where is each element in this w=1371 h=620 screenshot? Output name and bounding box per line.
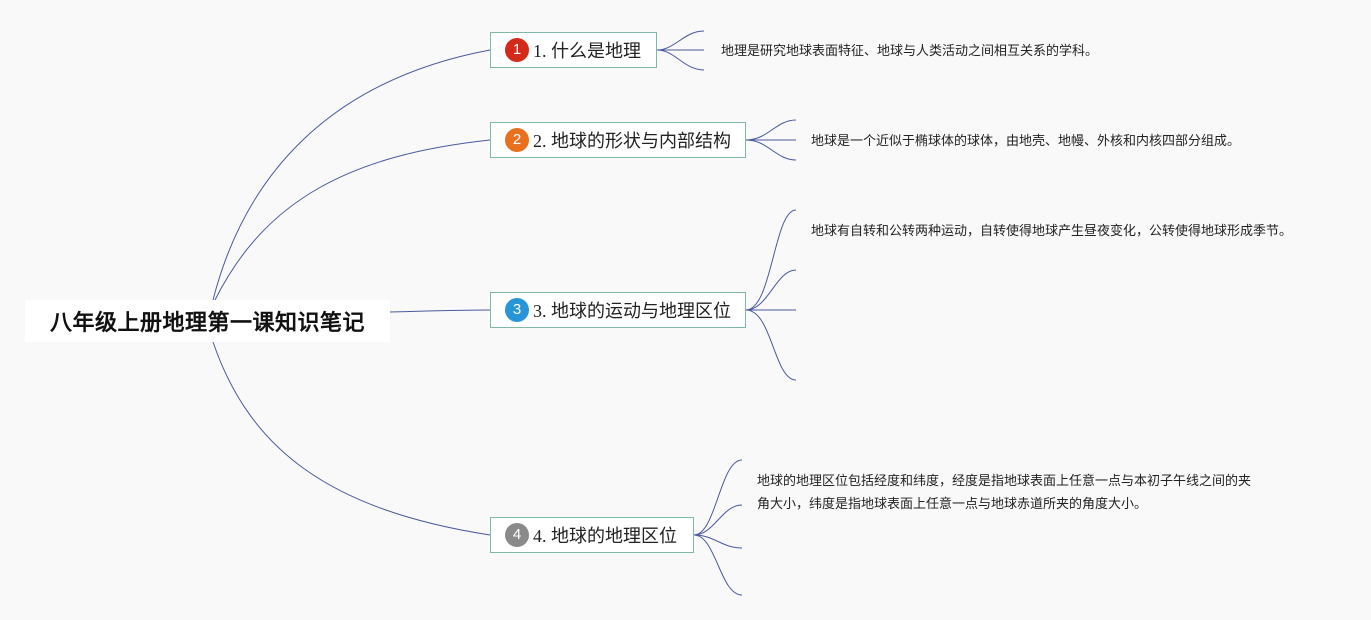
topic-3-branch-1 (745, 209, 797, 311)
root-title: 八年级上册地理第一课知识笔记 (49, 311, 365, 336)
root-to-topic-1 (212, 49, 491, 301)
priority-2-icon: 2 (505, 128, 529, 152)
topic-4-note[interactable]: 地球的地理区位包括经度和纬度，经度是指地球表面上任意一点与本初子午线之间的夹角大… (757, 474, 1252, 512)
topic-3-branch-4 (745, 309, 797, 381)
topic-4-branch-2 (693, 504, 743, 536)
topic-3[interactable]: 3 3. 地球的运动与地理区位 (490, 292, 746, 328)
priority-1-icon: 1 (505, 38, 529, 62)
topic-4-label: 4. 地球的地理区位 (533, 526, 677, 546)
topic-1-label: 1. 什么是地理 (533, 41, 641, 61)
topic-2-note[interactable]: 地球是一个近似于椭球体的球体，由地壳、地幔、外核和内核四部分组成。 (811, 134, 1241, 149)
topic-3-label: 3. 地球的运动与地理区位 (533, 301, 731, 321)
topic-4-branch-3 (693, 534, 743, 549)
topic-3-branch-2 (745, 269, 797, 311)
topic-1-note[interactable]: 地理是研究地球表面特征、地球与人类活动之间相互关系的学科。 (721, 44, 1099, 59)
priority-4-icon: 4 (505, 523, 529, 547)
topic-2[interactable]: 2 2. 地球的形状与内部结构 (490, 122, 746, 158)
root-to-topic-3 (389, 309, 491, 313)
topic-1-branch-down (656, 49, 705, 71)
topic-4[interactable]: 4 4. 地球的地理区位 (490, 517, 694, 553)
root-node[interactable]: 八年级上册地理第一课知识笔记 (25, 300, 390, 342)
topic-1[interactable]: 1 1. 什么是地理 (490, 32, 657, 68)
root-to-topic-4 (212, 341, 491, 536)
topic-2-label: 2. 地球的形状与内部结构 (533, 131, 731, 151)
priority-3-icon: 3 (505, 298, 529, 322)
topic-2-branch-down (745, 139, 797, 161)
topic-4-branch-1 (693, 459, 743, 536)
topic-2-branch-up (745, 119, 797, 141)
topic-4-branch-4 (693, 534, 743, 596)
topic-3-note[interactable]: 地球有自转和公转两种运动，自转使得地球产生昼夜变化，公转使得地球形成季节。 (811, 224, 1293, 239)
topic-1-branch-up (656, 30, 705, 51)
root-to-topic-2 (214, 139, 491, 301)
